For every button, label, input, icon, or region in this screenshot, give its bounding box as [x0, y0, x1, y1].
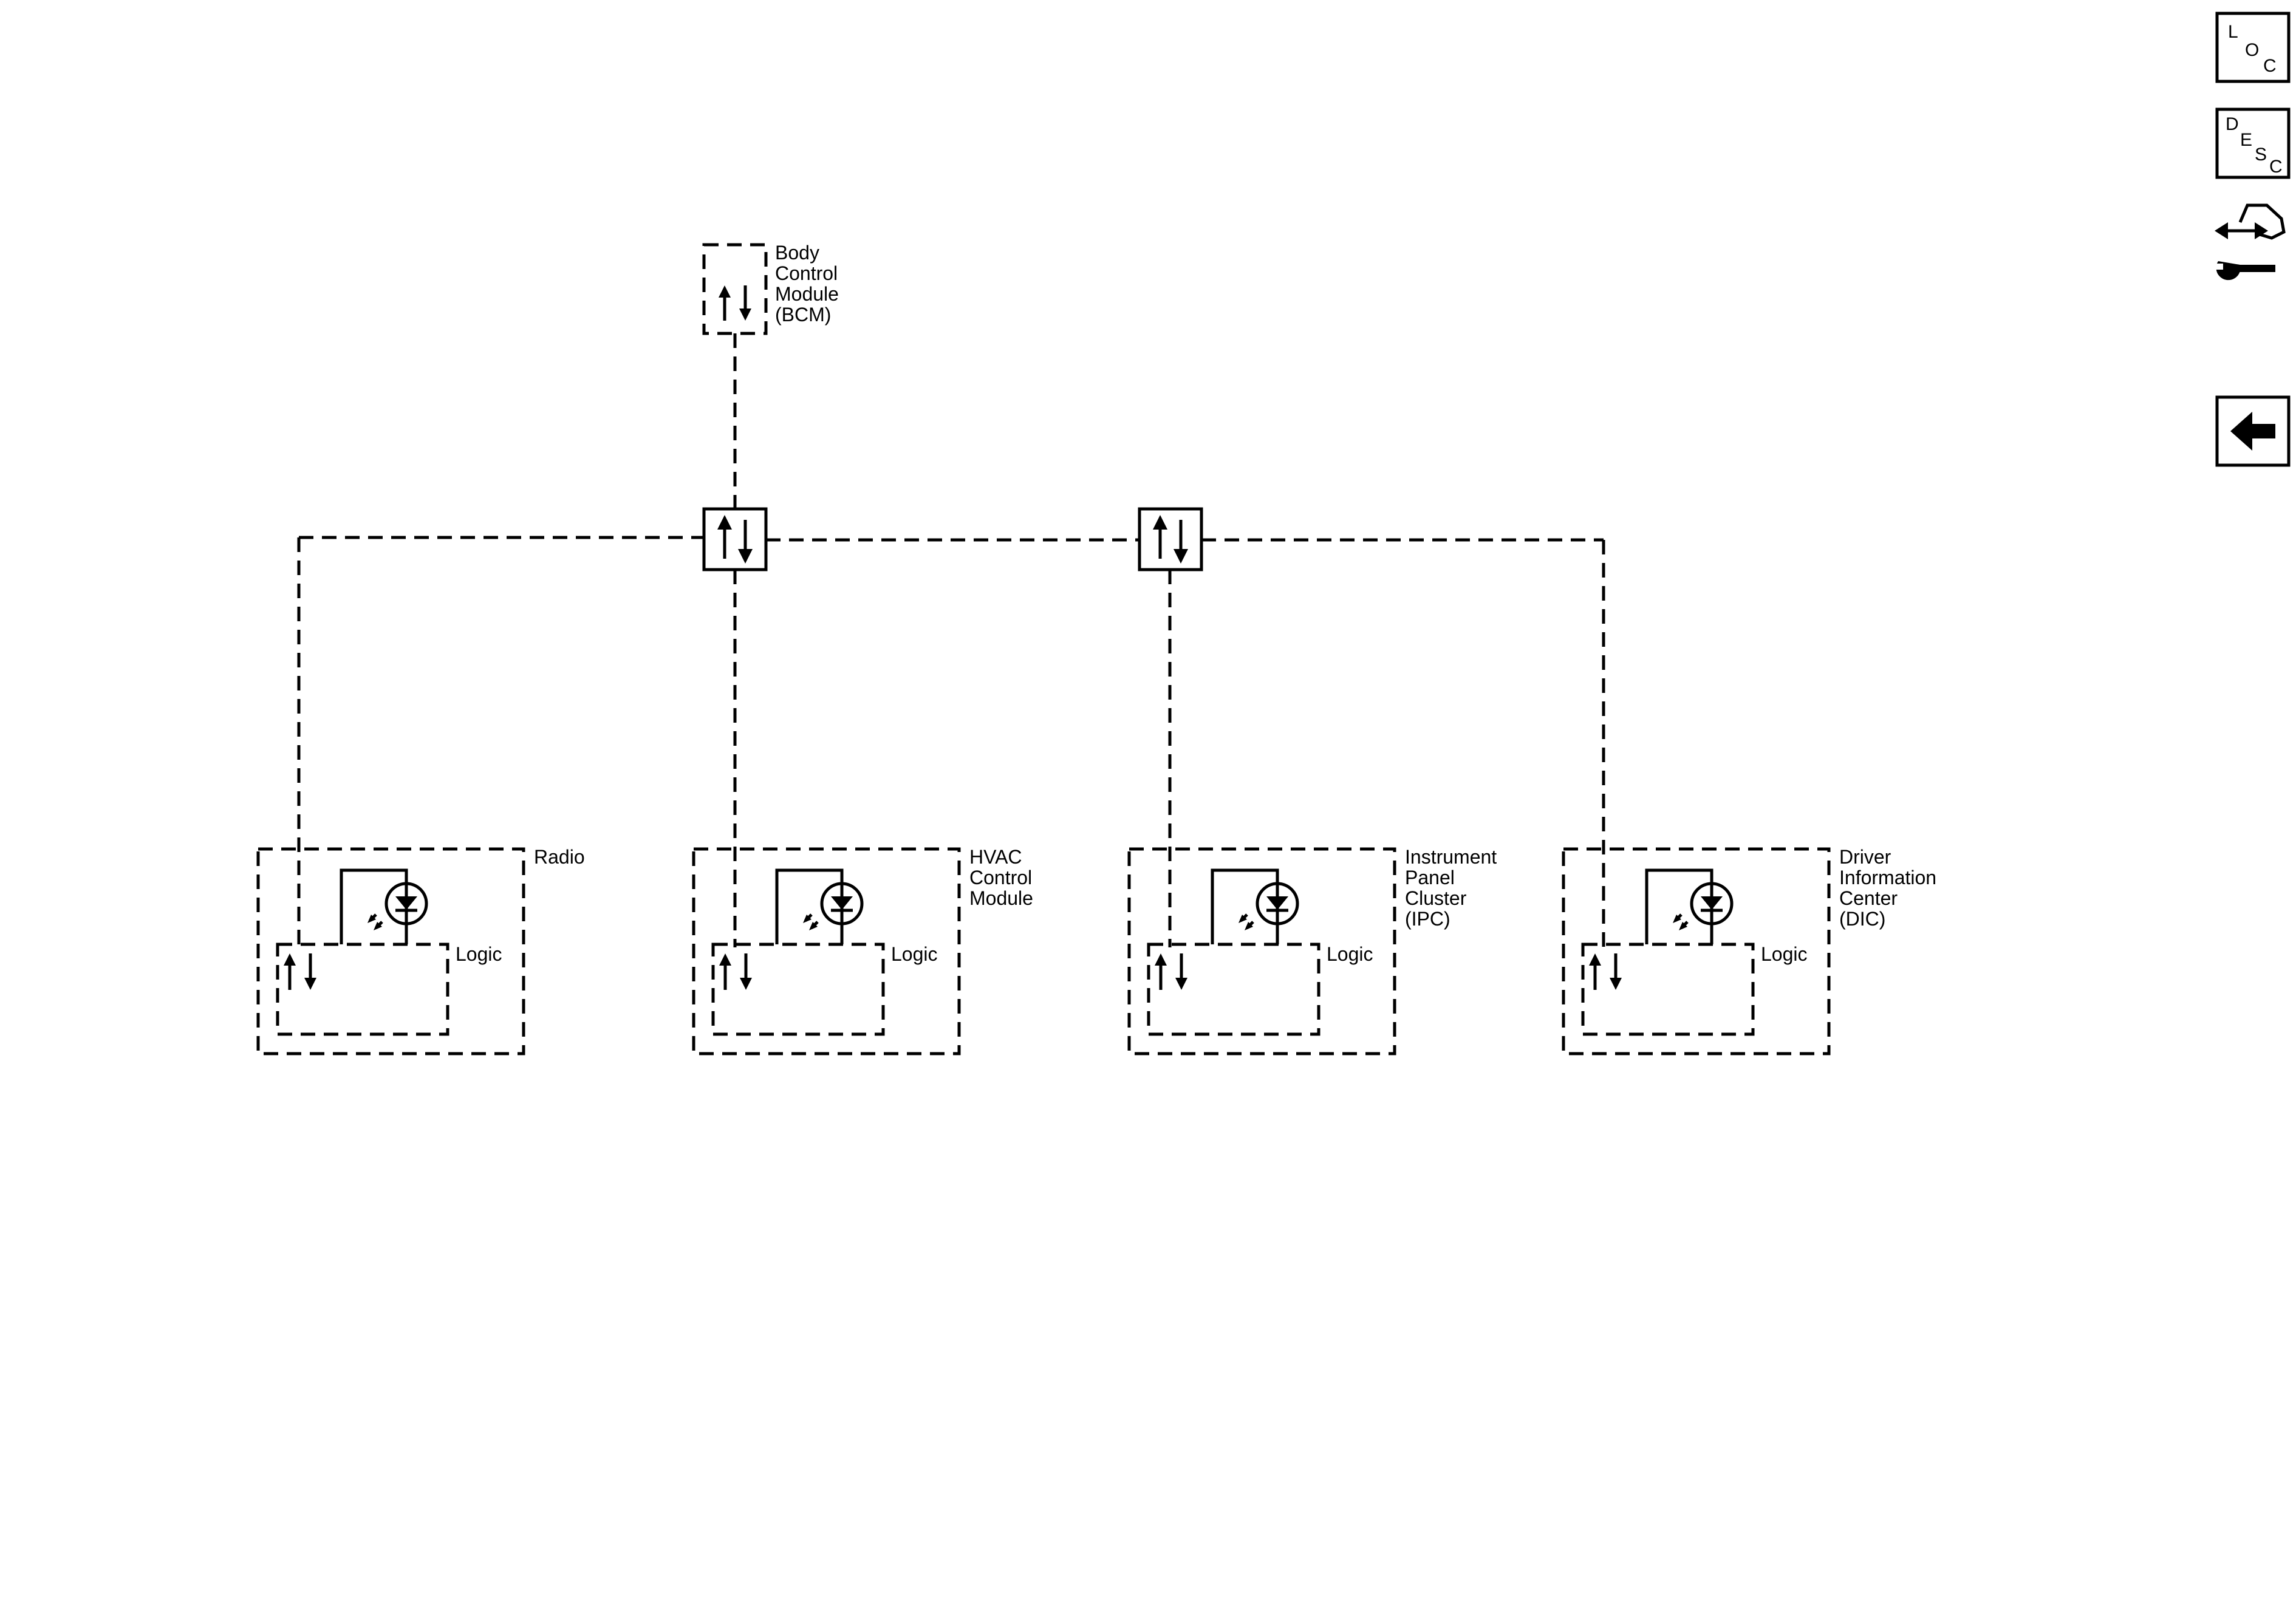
module-data-arrows-icon [1589, 953, 1622, 990]
module-label-line: Center [1839, 887, 1898, 909]
module-border [1562, 847, 1831, 1055]
indicator-circuit-wire [1645, 868, 1713, 944]
logic-label: Logic [891, 943, 938, 965]
desc-letter: C [2269, 157, 2283, 177]
logic-label: Logic [456, 943, 502, 965]
logic-label: Logic [1327, 943, 1373, 965]
module-data-arrows-icon [719, 953, 752, 990]
splice-pack-2-arrows-icon [1153, 515, 1188, 564]
bcm-label-line: Body [775, 242, 819, 264]
module-data-arrows-icon [1155, 953, 1187, 990]
back-button[interactable] [2215, 395, 2291, 467]
bcm-label-line: Module [775, 283, 839, 305]
module-label-line: Cluster [1405, 887, 1467, 909]
indicator-circuit-wire [1211, 868, 1279, 944]
module-data-arrows-icon [284, 953, 316, 990]
led-indicator-icon [367, 882, 428, 930]
back-arrow-icon [2230, 412, 2275, 451]
desc-letter: D [2226, 114, 2239, 134]
module-label-line: Information [1839, 867, 1936, 888]
bcm-data-arrows-icon [719, 285, 751, 321]
module-border [1127, 847, 1396, 1055]
module-border [256, 847, 525, 1055]
module-label-line: (DIC) [1839, 908, 1885, 930]
loc-button[interactable]: L O C [2215, 12, 2291, 83]
module-label-line: Radio [534, 846, 585, 868]
bcm-label-line: Control [775, 262, 838, 284]
bcm-label-line: (BCM) [775, 304, 831, 326]
module-label-line: Control [969, 867, 1032, 888]
module-label: Radio [534, 846, 585, 868]
logic-block [711, 943, 885, 1036]
module-label-line: Driver [1839, 846, 1891, 868]
bcm-label: Body Control Module (BCM) [775, 242, 844, 326]
module-label-line: (IPC) [1405, 908, 1450, 930]
module-label-line: Module [969, 887, 1033, 909]
splice-pack-1-arrows-icon [717, 515, 753, 564]
indicator-circuit-wire [775, 868, 844, 944]
module-label-line: Panel [1405, 867, 1455, 888]
module-label-line: Instrument [1405, 846, 1497, 868]
loc-letter: O [2245, 40, 2259, 60]
module-label-line: HVAC [969, 846, 1022, 868]
splice-pack-1 [702, 507, 768, 571]
logic-label: Logic [1761, 943, 1808, 965]
data-bus-wiring [297, 333, 1605, 947]
bcm-module: Body Control Module (BCM) [702, 242, 844, 335]
loc-letter: C [2263, 56, 2277, 76]
logic-block [1581, 943, 1755, 1036]
module-border [692, 847, 961, 1055]
led-indicator-icon [803, 882, 864, 930]
splice-pack-2 [1138, 507, 1203, 571]
desc-letter: S [2255, 145, 2267, 165]
led-indicator-icon [1673, 882, 1734, 930]
bcm-module-border [702, 243, 768, 335]
desc-letter: E [2240, 130, 2252, 150]
led-indicator-icon [1239, 882, 1299, 930]
loc-letter: L [2228, 22, 2238, 42]
indicator-circuit-wire [340, 868, 408, 944]
module-radio: Logic Radio [256, 846, 585, 1055]
connector-wrench-icon[interactable] [2215, 203, 2286, 281]
logic-block [1147, 943, 1321, 1036]
logic-block [276, 943, 449, 1036]
desc-button[interactable]: D E S C [2215, 107, 2291, 179]
